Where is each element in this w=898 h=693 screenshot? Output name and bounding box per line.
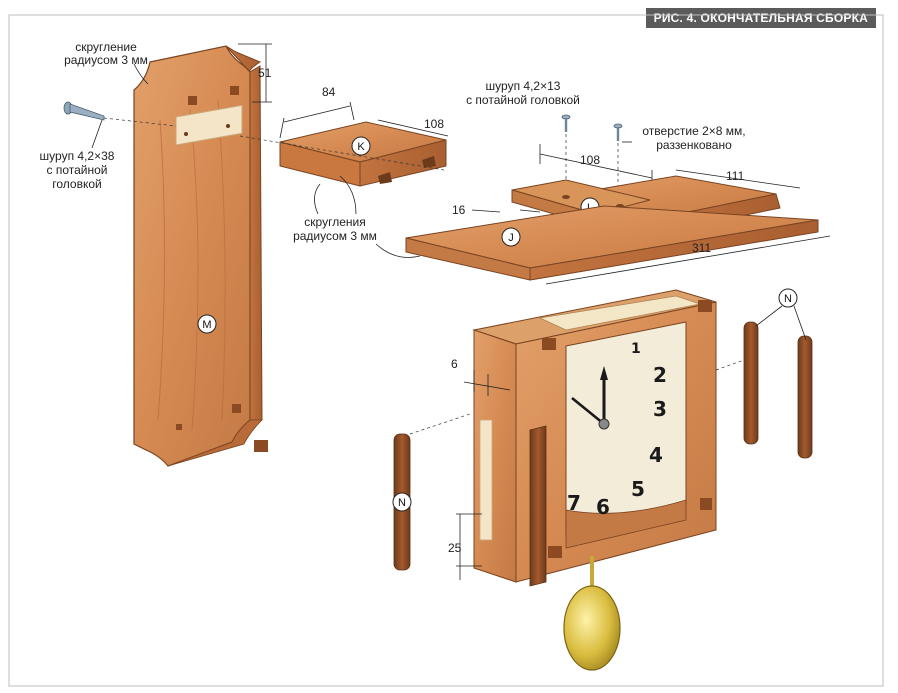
part-j	[405, 205, 819, 281]
dowel-right-1	[743, 321, 759, 445]
dim-311-label: 311	[692, 241, 711, 255]
callout-n-right	[778, 288, 798, 308]
clock-hands	[571, 366, 610, 430]
round-mid-label-1: скругления	[304, 215, 365, 229]
screw-large	[63, 101, 177, 127]
round-top-label-2: радиусом 3 мм	[64, 53, 148, 67]
screw-large-label-3: головкой	[52, 177, 101, 191]
dowel-right-2	[797, 335, 813, 459]
dim-111	[675, 169, 801, 189]
callout-j	[501, 227, 521, 247]
callout-n-right-label: N	[784, 293, 792, 305]
dim-84	[279, 101, 355, 139]
dim-111-label: 111	[726, 169, 745, 183]
round-mid-label-2: радиусом 3 мм	[293, 229, 377, 243]
callout-n-left-label: N	[398, 497, 406, 509]
dim-311	[545, 235, 831, 285]
callout-n-left	[392, 492, 412, 512]
hole-label-2: раззенковано	[656, 138, 732, 152]
dim-108a	[377, 119, 449, 137]
dim-108a-label: 108	[424, 117, 444, 131]
clock-numeral-1: 1	[631, 341, 641, 357]
dim-6-label: 6	[451, 357, 458, 371]
clock-numeral-7: 7	[567, 491, 581, 515]
screw-small-label-1: шуруп 4,2×13	[486, 79, 561, 93]
dim-108b-label: 108	[580, 153, 600, 167]
clock-numeral-3: 3	[653, 397, 667, 421]
hole-label-1: отверстие 2×8 мм,	[642, 124, 745, 138]
clock-numeral-5: 5	[631, 477, 645, 501]
dim-16-label: 16	[452, 203, 466, 217]
dim-51	[238, 43, 272, 103]
callout-k	[351, 136, 371, 156]
dim-51-label: 51	[258, 66, 272, 80]
dim-6	[463, 370, 511, 396]
round-top-label-1: скругление	[75, 40, 137, 54]
clock-numeral-2: 2	[653, 363, 667, 387]
callout-k-label: K	[357, 141, 365, 153]
screw-small-label-2: с потайной головкой	[466, 93, 580, 107]
clock-numeral-6: 6	[596, 495, 610, 519]
screw-small-2	[613, 123, 623, 206]
clock-numeral-4: 4	[649, 443, 663, 467]
screw-large-label-2: с потайной	[47, 163, 108, 177]
callout-m	[197, 314, 217, 334]
dim-84-label: 84	[322, 85, 336, 99]
dim-25-label: 25	[448, 541, 462, 555]
dim-25	[456, 513, 482, 580]
screw-large-label-1: шуруп 4,2×38	[40, 149, 115, 163]
figure-frame	[8, 14, 884, 687]
callout-m-label: M	[202, 319, 211, 331]
dim-16	[471, 209, 541, 213]
callout-j-label: J	[508, 232, 514, 244]
pendulum	[563, 556, 621, 671]
clock-case	[472, 289, 717, 587]
screw-small-1	[561, 114, 571, 196]
back-board-m	[133, 45, 268, 467]
